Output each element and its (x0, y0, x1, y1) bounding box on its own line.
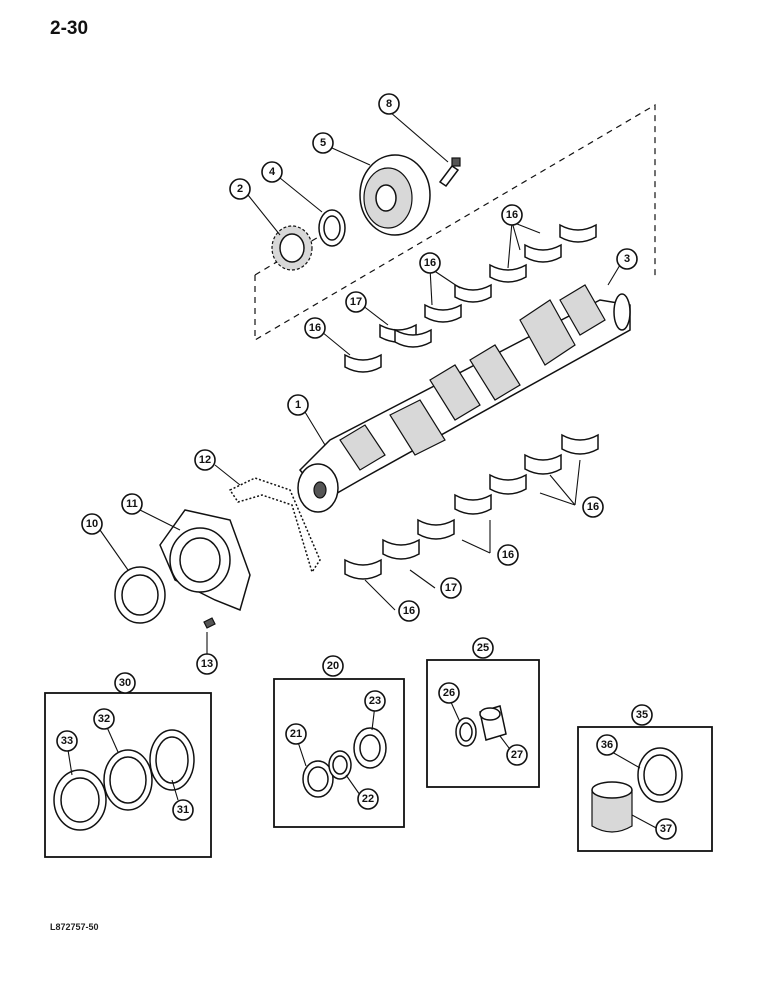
callout-30: 30 (114, 672, 136, 694)
svg-text:16: 16 (424, 257, 436, 269)
svg-text:11: 11 (126, 498, 138, 510)
spacer-ring-part (318, 209, 346, 247)
svg-text:35: 35 (636, 709, 648, 721)
callout-16-lower-right: 16 (582, 496, 604, 518)
page-number: 2-30 (50, 18, 89, 39)
callout-33: 33 (56, 730, 78, 752)
kit-25-parts (455, 705, 507, 747)
pulley-bolt-part (438, 157, 461, 188)
callout-17-upper: 17 (345, 291, 367, 313)
callout-11: 11 (121, 493, 143, 515)
svg-text:23: 23 (369, 695, 381, 707)
svg-text:36: 36 (601, 739, 613, 751)
svg-text:16: 16 (403, 605, 415, 617)
dashed-group-outline (254, 103, 656, 342)
kit-box-25 (426, 659, 540, 788)
callout-10: 10 (81, 513, 103, 535)
svg-text:21: 21 (290, 728, 302, 740)
callout-35: 35 (631, 704, 653, 726)
svg-text:17: 17 (445, 582, 457, 594)
callout-2: 2 (229, 178, 251, 200)
callout-16-upper-left: 16 (304, 317, 326, 339)
callout-5: 5 (312, 132, 334, 154)
upper-bearing-shells (344, 223, 597, 373)
svg-text:16: 16 (506, 209, 518, 221)
callout-16-lower-mid: 16 (497, 544, 519, 566)
svg-text:3: 3 (624, 253, 630, 265)
svg-text:2: 2 (237, 183, 243, 195)
callout-21: 21 (285, 723, 307, 745)
svg-text:31: 31 (177, 804, 189, 816)
callout-17-lower: 17 (440, 577, 462, 599)
damper-pulley-part (359, 154, 431, 236)
callout-25: 25 (472, 637, 494, 659)
callout-27: 27 (506, 744, 528, 766)
svg-text:17: 17 (350, 296, 362, 308)
callout-4: 4 (261, 161, 283, 183)
callout-8: 8 (378, 93, 400, 115)
svg-text:16: 16 (587, 501, 599, 513)
svg-text:12: 12 (199, 454, 211, 466)
callout-1: 1 (287, 394, 309, 416)
svg-text:25: 25 (477, 642, 489, 654)
drawing-reference-code: L872757-50 (50, 922, 99, 932)
svg-text:4: 4 (269, 166, 276, 178)
svg-text:20: 20 (327, 660, 339, 672)
callout-32: 32 (93, 708, 115, 730)
svg-text:27: 27 (511, 749, 523, 761)
callout-16-upper-mid: 16 (419, 252, 441, 274)
callout-22: 22 (357, 788, 379, 810)
lower-bearing-shells (344, 433, 599, 580)
kit-20-parts (302, 727, 387, 798)
rear-seal-part (114, 566, 166, 624)
crankshaft-gear-part (271, 225, 313, 271)
callout-37: 37 (655, 818, 677, 840)
callout-13: 13 (196, 653, 218, 675)
kit-box-20 (273, 678, 405, 828)
kit-35-parts (591, 747, 683, 833)
callout-12: 12 (194, 449, 216, 471)
kit-box-35 (577, 726, 713, 852)
svg-text:37: 37 (660, 823, 672, 835)
svg-text:26: 26 (443, 687, 455, 699)
crankshaft-part (297, 284, 631, 513)
svg-text:30: 30 (119, 677, 131, 689)
callout-31: 31 (172, 799, 194, 821)
callout-16-upper-right: 16 (501, 204, 523, 226)
svg-text:13: 13 (201, 658, 213, 670)
callout-20: 20 (322, 655, 344, 677)
callout-23: 23 (364, 690, 386, 712)
svg-text:32: 32 (98, 713, 110, 725)
svg-text:33: 33 (61, 735, 73, 747)
rear-gasket-part (228, 477, 321, 574)
housing-bolt-part (203, 617, 216, 629)
rear-seal-housing-part (159, 509, 251, 612)
callout-16-lower-left: 16 (398, 600, 420, 622)
callout-26: 26 (438, 682, 460, 704)
svg-text:10: 10 (86, 518, 98, 530)
callout-3: 3 (616, 248, 638, 270)
svg-text:16: 16 (309, 322, 321, 334)
callout-36: 36 (596, 734, 618, 756)
svg-text:8: 8 (386, 98, 392, 110)
svg-text:22: 22 (362, 793, 374, 805)
kit-30-parts (53, 729, 195, 831)
svg-text:1: 1 (295, 399, 301, 411)
svg-text:5: 5 (320, 137, 326, 149)
leader-lines (67, 111, 661, 831)
svg-text:16: 16 (502, 549, 514, 561)
